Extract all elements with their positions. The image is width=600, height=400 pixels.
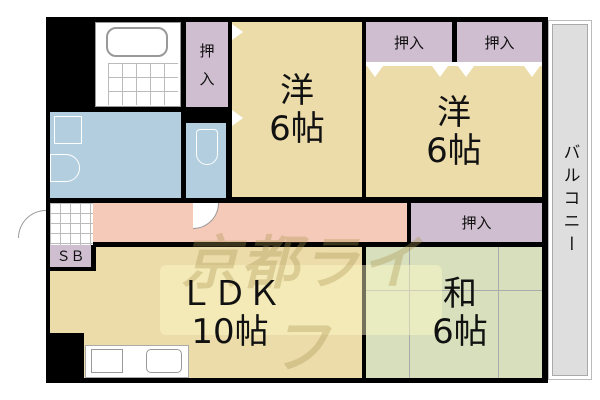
shoe-box: ＳＢ	[50, 245, 91, 267]
japanese-room	[366, 247, 542, 378]
bath-floor-grid	[108, 63, 178, 105]
sb-wall	[91, 245, 96, 271]
entrance	[50, 203, 93, 245]
closet-vertical: 押 入	[186, 22, 228, 107]
entrance-door[interactable]	[18, 210, 46, 238]
washing-machine-icon	[54, 116, 82, 144]
closet-hall: 押入	[411, 203, 542, 242]
toilet-icon	[196, 129, 218, 165]
sink-icon	[50, 154, 80, 182]
bathroom	[95, 22, 181, 107]
hallway	[93, 203, 407, 242]
kitchen-counter	[85, 345, 189, 378]
balcony-label: バルコニー	[559, 142, 580, 258]
western-room-2: 洋 6帖	[366, 62, 542, 197]
washroom	[50, 112, 181, 198]
kitchen-sink-icon	[146, 349, 182, 373]
stove-icon	[91, 349, 123, 373]
watermark-logo: 京都ライフ	[160, 229, 442, 381]
balcony: バルコニー	[548, 20, 592, 380]
bathtub-icon	[106, 27, 168, 57]
ldk-label: ＬＤＫ 10帖	[179, 274, 281, 352]
closet-top-2: 押入	[457, 22, 542, 62]
japanese-room-label: 和 6帖	[432, 274, 488, 352]
sb-wall-bottom	[50, 267, 96, 271]
toilet	[186, 123, 226, 198]
kitchen-wall-block	[50, 333, 84, 380]
western-room-1: 洋 6帖	[232, 22, 362, 197]
closet-top-1: 押入	[366, 22, 452, 62]
